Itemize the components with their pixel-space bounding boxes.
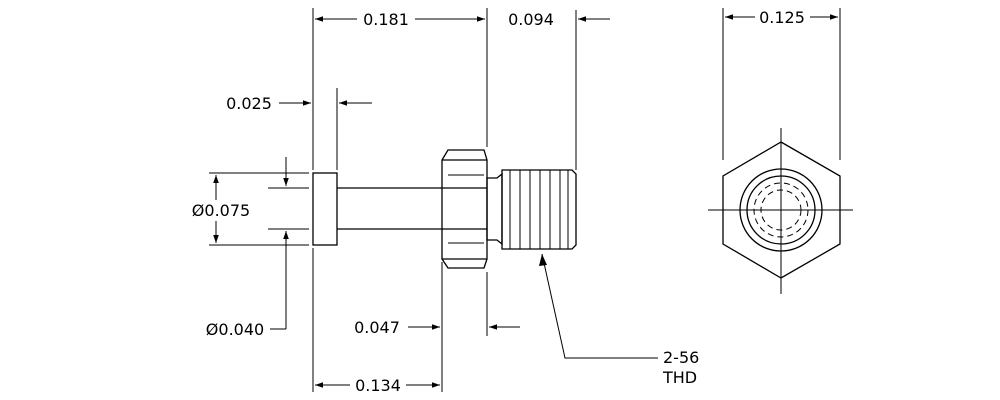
end-view: 0.125: [708, 8, 853, 294]
thread-size-text: 2-56: [663, 348, 699, 367]
dim-hex-across-flats-text: 0.125: [759, 8, 805, 27]
hex-body: [441, 149, 488, 269]
thread-label-text: THD: [662, 368, 697, 387]
dim-head-diameter-text: Ø0.075: [192, 201, 250, 220]
dim-shank-length: 0.181: [315, 10, 485, 29]
dim-head-diameter: Ø0.075: [192, 175, 250, 243]
dim-shank-diameter-text: Ø0.040: [206, 320, 264, 339]
shank: [337, 187, 442, 230]
dim-hex-thickness-text: 0.047: [354, 318, 400, 337]
extension-lines: [209, 8, 577, 392]
dim-head-thickness: 0.025: [226, 94, 372, 113]
head-flange: [312, 172, 338, 246]
dim-thread-length-text: 0.094: [508, 10, 554, 29]
dim-thread-length: 0.094: [508, 10, 610, 29]
dim-hex-thickness: 0.047: [354, 318, 520, 337]
dim-overall-to-hex: 0.134: [315, 376, 440, 395]
threaded-section: [501, 169, 577, 250]
dim-overall-to-hex-text: 0.134: [355, 376, 401, 395]
side-view: [312, 149, 577, 269]
thread-callout: 2-56 THD: [539, 253, 699, 387]
dim-shank-length-text: 0.181: [363, 10, 409, 29]
dim-hex-across-flats: 0.125: [725, 8, 838, 27]
dim-shank-diameter: Ø0.040: [206, 157, 289, 339]
neck: [486, 172, 503, 246]
dim-head-thickness-text: 0.025: [226, 94, 272, 113]
